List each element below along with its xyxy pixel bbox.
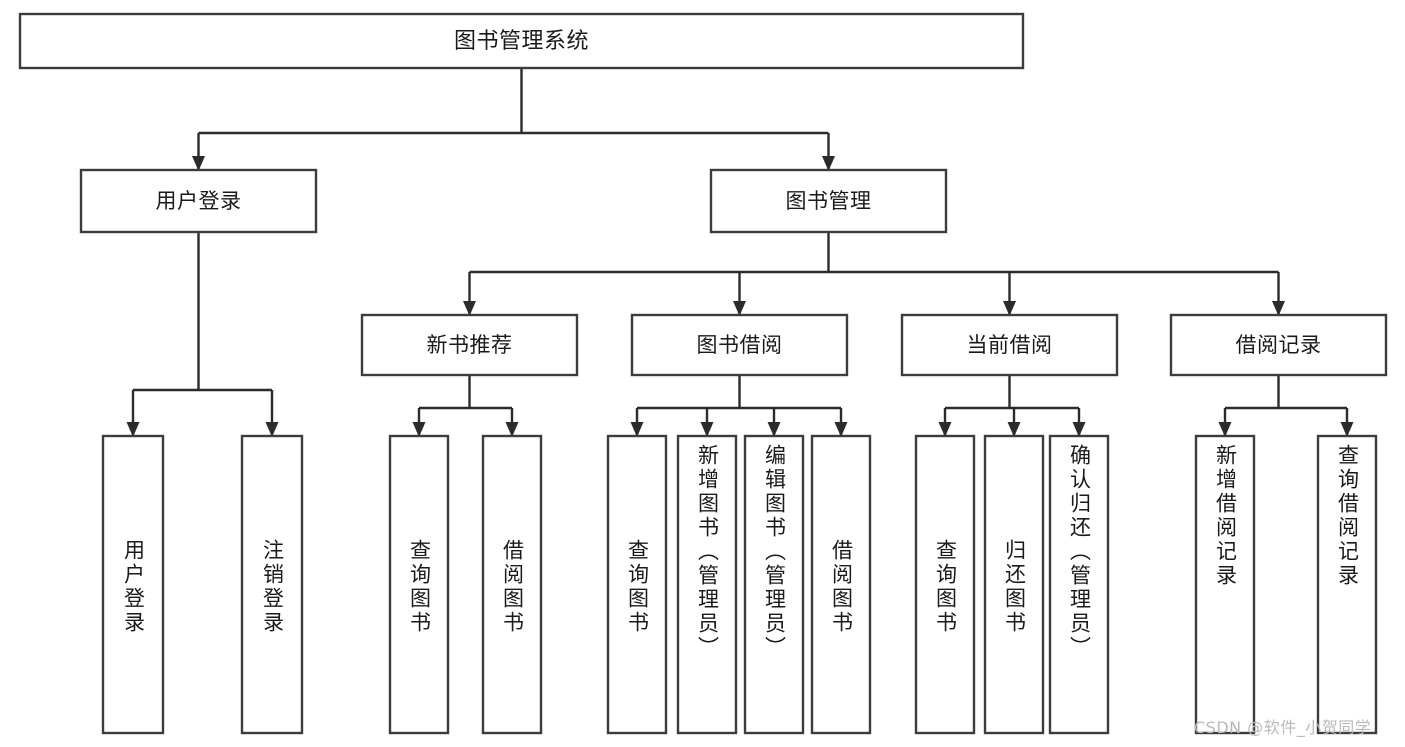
node-leaf-borrow-book-2[interactable] (810, 434, 872, 735)
node-leaf-user-login[interactable] (101, 434, 165, 735)
node-leaf-query-book-3[interactable] (914, 434, 976, 735)
node-current-borrow[interactable]: 当前借阅 (900, 313, 1119, 377)
arrow-head-icon (412, 422, 426, 437)
arrow-head-icon (1272, 301, 1285, 316)
arrow-head-icon (822, 156, 835, 171)
node-book-borrow[interactable]: 图书借阅 (630, 313, 849, 377)
node-user-login[interactable]: 用户登录 (79, 168, 318, 234)
node-book-management[interactable]: 图书管理 (709, 168, 948, 234)
arrow-head-icon (938, 422, 952, 437)
connectors-layer (126, 68, 1354, 437)
arrow-head-icon (1218, 422, 1232, 437)
arrow-head-icon (630, 422, 644, 437)
arrow-head-icon (265, 422, 279, 437)
node-current-borrow-label: 当前借阅 (967, 333, 1053, 357)
node-new-book-recommend-label: 新书推荐 (427, 333, 513, 357)
node-root-label: 图书管理系统 (454, 29, 589, 54)
arrow-head-icon (1007, 422, 1021, 437)
node-leaf-add-record[interactable] (1194, 434, 1256, 735)
arrow-head-icon (1003, 301, 1016, 316)
node-leaf-query-book-1[interactable] (388, 434, 450, 735)
arrow-head-icon (834, 422, 848, 437)
node-leaf-add-book[interactable] (676, 434, 738, 735)
node-book-borrow-label: 图书借阅 (697, 333, 783, 357)
arrow-head-icon (1072, 422, 1086, 437)
node-leaf-query-book-2[interactable] (606, 434, 668, 735)
node-leaf-borrow-book-1[interactable] (481, 434, 543, 735)
arrow-head-icon (505, 422, 519, 437)
node-leaf-query-record[interactable] (1316, 434, 1378, 735)
node-borrow-record[interactable]: 借阅记录 (1169, 313, 1388, 377)
node-leaf-return-book[interactable] (983, 434, 1045, 735)
node-book-management-label: 图书管理 (786, 189, 872, 213)
arrow-head-icon (700, 422, 714, 437)
arrow-head-icon (463, 301, 476, 316)
arrow-head-icon (1340, 422, 1354, 437)
arrow-head-icon (733, 301, 746, 316)
node-leaf-logout[interactable] (240, 434, 304, 735)
node-borrow-record-label: 借阅记录 (1236, 333, 1322, 357)
node-new-book-recommend[interactable]: 新书推荐 (360, 313, 579, 377)
arrow-head-icon (767, 422, 781, 437)
arrow-head-icon (192, 156, 205, 171)
arrow-head-icon (126, 422, 140, 437)
watermark: CSDN @软件_小贺同学 (1194, 718, 1372, 737)
node-root[interactable]: 图书管理系统 (18, 12, 1025, 70)
node-leaf-confirm-return[interactable] (1048, 434, 1110, 735)
node-user-login-label: 用户登录 (156, 189, 242, 213)
node-leaf-edit-book[interactable] (743, 434, 805, 735)
